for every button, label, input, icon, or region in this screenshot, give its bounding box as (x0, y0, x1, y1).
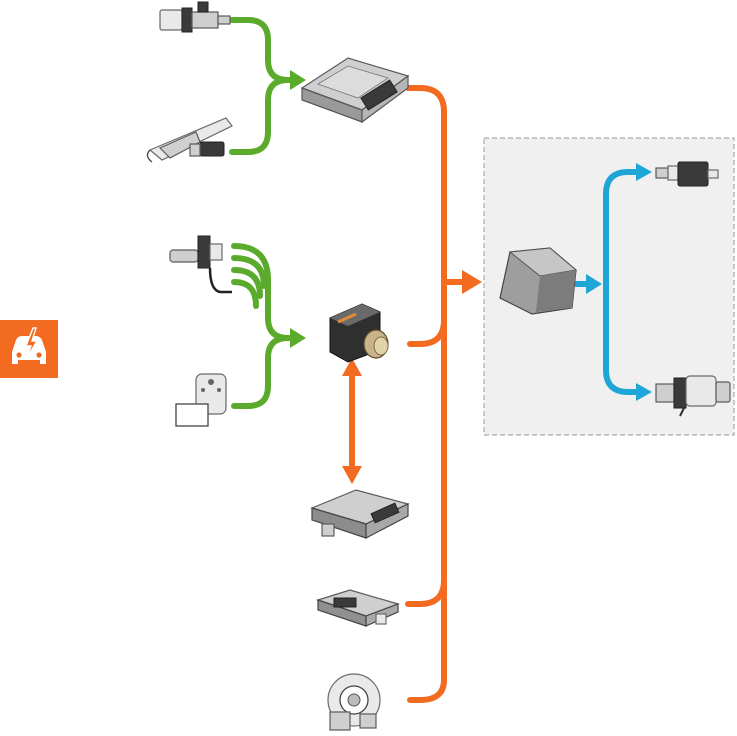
sensor-connector-icon (159, 1, 231, 33)
output-arrowhead-main (586, 274, 602, 294)
electric-motor-icon (655, 375, 731, 417)
position-sensor-icon (175, 373, 227, 427)
output-arrowhead-bottom (636, 383, 652, 401)
small-control-module-icon (316, 589, 400, 627)
steering-clock-spring-icon (327, 673, 381, 731)
car-electrical-fault-icon (0, 320, 58, 378)
input-arrowhead-top (290, 70, 306, 90)
solenoid-valve-icon (655, 161, 719, 187)
bus-arrowhead-up (342, 358, 362, 376)
bus-arrowhead-down (342, 466, 362, 484)
bus-arrowhead-right (462, 270, 482, 294)
output-arrowhead-top (636, 163, 652, 181)
speed-sensor-icon (169, 235, 232, 294)
input-arrowhead-middle (290, 328, 306, 348)
camera-module-icon (329, 303, 389, 363)
input-arrows-middle (231, 243, 299, 409)
control-unit-icon (310, 489, 410, 539)
ecu-module-icon (300, 57, 410, 124)
input-arrows-top (229, 17, 299, 155)
bus-lines (349, 85, 469, 703)
actuator-box-icon (499, 247, 578, 315)
pedal-sensor-icon (146, 117, 233, 163)
